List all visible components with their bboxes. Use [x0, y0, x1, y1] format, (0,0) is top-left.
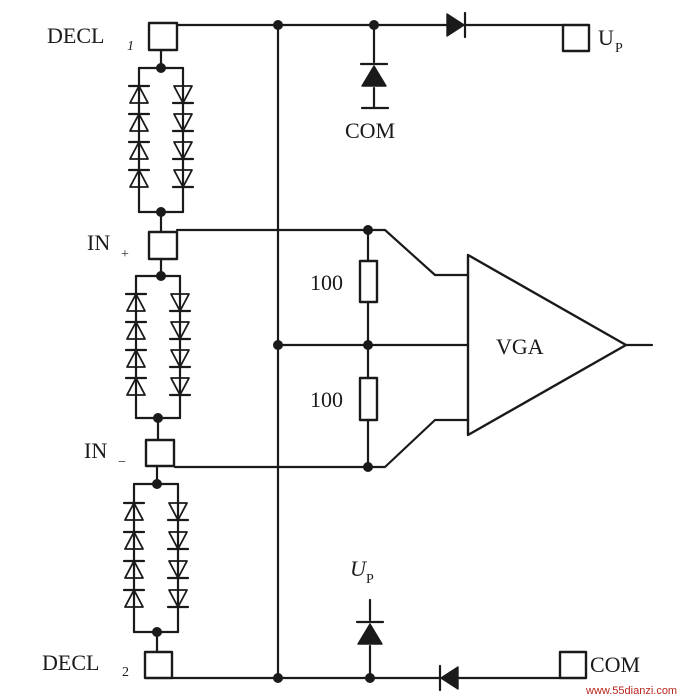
in-plus-pin — [147, 230, 179, 261]
svg-text:DECL: DECL — [47, 23, 104, 48]
com-bottom-pin — [558, 650, 588, 680]
svg-text:+: + — [121, 247, 129, 262]
svg-text:IN: IN — [84, 438, 107, 463]
svg-text:1: 1 — [127, 39, 134, 54]
svg-text:2: 2 — [122, 665, 129, 680]
bottom-rail-diode — [438, 664, 459, 692]
decl1-label: DECL 1 — [47, 23, 134, 54]
in-plus-label: IN + — [87, 230, 129, 262]
in-minus-pin — [144, 438, 176, 468]
wires — [155, 23, 654, 680]
svg-text:−: − — [118, 455, 126, 470]
resistor-lower — [358, 376, 379, 422]
diode-stack-middle — [124, 274, 192, 420]
watermark: www.55dianzi.com — [585, 685, 677, 697]
top-rail-diode — [446, 11, 467, 39]
in-minus-label: IN − — [84, 438, 126, 470]
com-bottom-label: COM — [590, 652, 640, 677]
up-bottom-label: U P — [350, 556, 374, 587]
decl2-label: DECL 2 — [42, 650, 129, 680]
up-top-pin — [561, 23, 591, 53]
vga-label: VGA — [496, 334, 544, 359]
up-top-label: U P — [598, 25, 623, 56]
vga-amplifier — [466, 253, 628, 437]
pin-squares — [143, 21, 591, 680]
resistor-upper — [358, 259, 379, 304]
com-clamp-diode — [359, 62, 389, 87]
svg-text:DECL: DECL — [42, 650, 99, 675]
up-clamp-diode — [355, 620, 385, 645]
diode-stack-lower — [122, 482, 190, 634]
svg-text:P: P — [366, 572, 374, 587]
svg-text:P: P — [615, 41, 623, 56]
svg-text:IN: IN — [87, 230, 110, 255]
com-top-label: COM — [345, 118, 395, 143]
resistor-upper-label: 100 — [310, 270, 343, 295]
resistor-lower-label: 100 — [310, 387, 343, 412]
svg-text:U: U — [598, 25, 614, 50]
svg-text:U: U — [350, 556, 368, 581]
diode-stack-upper — [127, 66, 195, 214]
decl2-pin — [143, 650, 174, 680]
decl1-pin — [147, 21, 179, 52]
